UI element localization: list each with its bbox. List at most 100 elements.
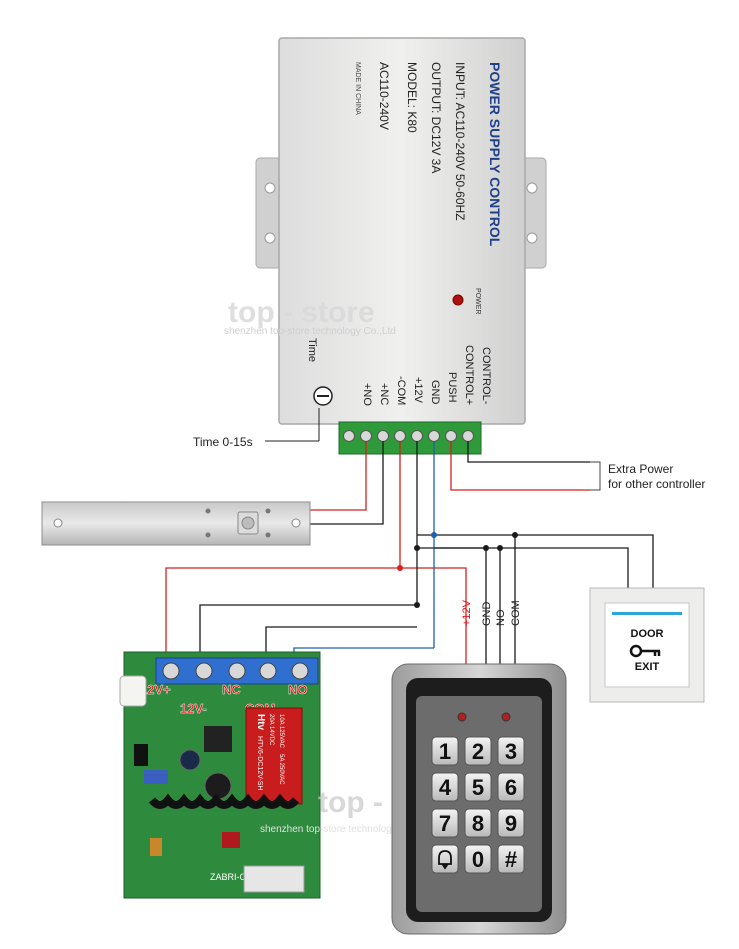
watermark-brand: top - store <box>228 296 375 329</box>
junction-dot <box>431 532 437 538</box>
relay-label-no: NO <box>288 682 308 697</box>
lock-screw-icon <box>265 532 271 538</box>
trimmer-icon <box>144 770 168 784</box>
screw-icon <box>445 430 457 442</box>
wire-label-no: NO <box>495 609 507 626</box>
extra-power-bracket <box>590 461 601 491</box>
power-led-label: POWER <box>474 288 481 314</box>
keypad-key[interactable] <box>497 844 525 874</box>
terminal-label-control-minus: CONTROL- <box>480 347 492 405</box>
lock-screw-hole <box>53 518 63 528</box>
keypad-key-label: # <box>505 847 517 872</box>
keypad-key-label: 0 <box>472 847 484 872</box>
keypad-key[interactable] <box>464 736 492 766</box>
screw-icon <box>377 430 389 442</box>
dip-switch <box>243 865 305 893</box>
relay-board: 12V+ 12V- NC COM NO Htv HTV6-DC12V-SH 20… <box>119 651 321 899</box>
keypad-key[interactable] <box>497 772 525 802</box>
screw-icon <box>428 430 440 442</box>
chip-icon <box>204 726 232 752</box>
keypad-key[interactable] <box>497 736 525 766</box>
time-range-callout: Time 0-15s <box>193 435 253 449</box>
exit-button-face[interactable] <box>604 602 690 688</box>
keypad-key-label: 2 <box>472 739 484 764</box>
relay-bottom-text: ZABRI-O <box>210 872 247 882</box>
time-label: Time <box>306 338 318 362</box>
screw-icon <box>360 430 372 442</box>
watermark-company: shenzhen top-store technology Co.,Ltd <box>224 326 396 337</box>
terminal-label-nc: +NC <box>378 383 390 405</box>
ps-terminal-block <box>338 421 482 455</box>
inductor-icon <box>150 838 162 856</box>
antenna-coil <box>148 793 300 809</box>
bell-icon <box>438 850 452 870</box>
lock-screw-icon <box>205 508 211 514</box>
junction-dot <box>512 532 518 538</box>
keypad-key-label: 5 <box>472 775 484 800</box>
terminal-label-gnd: GND <box>429 380 441 405</box>
keypad-key[interactable] <box>464 772 492 802</box>
keypad-key[interactable] <box>464 808 492 838</box>
wire-extra-plus <box>450 441 590 491</box>
bracket-hole <box>264 182 276 194</box>
lock-body <box>41 501 311 546</box>
terminal-label-push: PUSH <box>446 372 458 403</box>
extra-power-label-2: for other controller <box>608 477 705 491</box>
key-icon <box>629 644 661 658</box>
lock-bolt-head <box>241 516 255 530</box>
screw-icon <box>291 662 309 680</box>
keypad-key[interactable] <box>431 772 459 802</box>
screw-icon <box>462 430 474 442</box>
keypad-key[interactable] <box>431 844 459 874</box>
power-led-icon <box>452 294 464 306</box>
exit-button-device: DOOR EXIT <box>589 587 705 703</box>
terminal-label-control-plus: CONTROL+ <box>463 345 475 405</box>
wire-gnd-to-relay <box>199 604 417 662</box>
keypad-led-icon <box>457 712 467 722</box>
junction-dot <box>483 545 489 551</box>
terminal-label-com: -COM <box>395 376 407 405</box>
terminal-label-no: +NO <box>361 383 373 406</box>
screw-icon <box>195 662 213 680</box>
exit-label-exit: EXIT <box>635 661 660 673</box>
screw-icon <box>259 662 277 680</box>
screw-icon <box>228 662 246 680</box>
relay-brand-mark: Htv <box>255 714 266 731</box>
keypad-key-label: 6 <box>505 775 517 800</box>
ps-input: INPUT: AC110-240V 50-60HZ <box>453 62 467 221</box>
keypad-key[interactable] <box>464 844 492 874</box>
keypad-key-label: 1 <box>439 739 451 764</box>
lock-screw-icon <box>265 508 271 514</box>
keypad-key[interactable] <box>497 808 525 838</box>
ps-output: OUTPUT: DC12V 3A <box>429 62 443 173</box>
keypad-key[interactable] <box>431 808 459 838</box>
keypad-key-label: 3 <box>505 739 517 764</box>
wire-relay-com <box>265 626 417 662</box>
ps-made-in: MADE IN CHINA <box>354 62 361 115</box>
relay-terminal-block <box>155 657 319 685</box>
exit-indicator <box>612 612 682 615</box>
wire-junctions <box>397 532 518 608</box>
relay-rating-3: 5A 250VAC <box>278 754 284 785</box>
junction-dot <box>414 602 420 608</box>
lock-screw-icon <box>205 532 211 538</box>
wire-12v-to-relay <box>165 567 400 662</box>
keypad-key-label: 9 <box>505 811 517 836</box>
wires <box>165 441 654 670</box>
wire-label-gnd: GND <box>481 602 493 627</box>
relay-model-text: HTV6-DC12V-SH <box>256 736 263 790</box>
electric-lock <box>41 501 311 546</box>
screw-icon <box>343 430 355 442</box>
ps-model: MODEL: K80 <box>405 62 419 133</box>
wire-lock-minus <box>310 441 384 525</box>
screw-icon <box>162 662 180 680</box>
wire-label-12v: +12V <box>461 599 473 626</box>
wire-label-com: COM <box>510 600 522 626</box>
keypad-key-label: 4 <box>439 775 452 800</box>
screw-icon <box>394 430 406 442</box>
keypad-key[interactable] <box>431 736 459 766</box>
keypad-key-label: 8 <box>472 811 484 836</box>
extra-power-label-1: Extra Power <box>608 462 673 476</box>
